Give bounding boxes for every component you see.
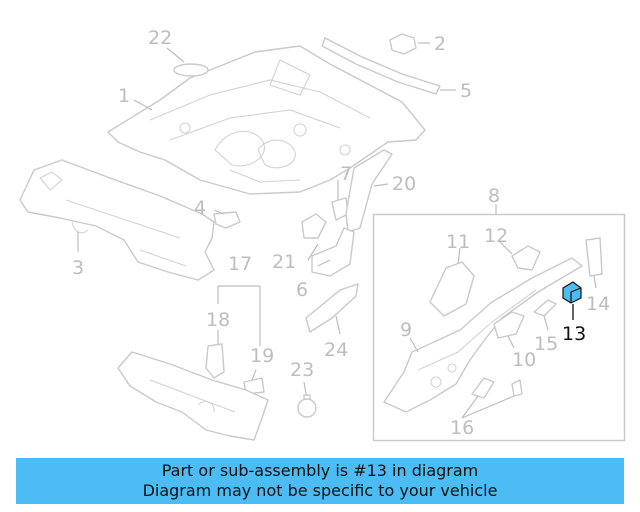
callout-4: 4 — [194, 197, 206, 219]
part-13-edge — [570, 287, 582, 303]
callout-17: 17 — [228, 253, 252, 275]
callout-19: 19 — [250, 345, 274, 367]
callout-2: 2 — [434, 33, 446, 55]
callout-15: 15 — [534, 333, 558, 355]
part-3-front-crossmember — [19, 159, 215, 281]
callout-10: 10 — [512, 349, 536, 371]
callout-1: 1 — [118, 85, 130, 107]
callout-3: 3 — [72, 257, 84, 279]
parts-diagram: 1 22 2 5 4 3 7 20 21 6 24 17 18 19 23 8 … — [19, 27, 626, 442]
callout-12: 12 — [484, 225, 508, 247]
part-11-wheelhouse — [429, 261, 475, 317]
part-16-bracket — [471, 377, 523, 399]
part-15-clip — [533, 299, 557, 317]
part-5-crossmember — [321, 37, 441, 95]
callout-14: 14 — [586, 293, 610, 315]
callout-20: 20 — [392, 173, 416, 195]
part-22-plug — [173, 63, 209, 77]
part-20-reinforcement — [345, 149, 393, 233]
callout-18: 18 — [206, 309, 230, 331]
part-13-highlighted — [562, 281, 582, 304]
part-4-bracket — [213, 211, 241, 229]
part-10-bracket — [493, 311, 525, 339]
callout-5: 5 — [460, 80, 472, 102]
part-1-rear-floor-pan — [107, 45, 426, 195]
callout-22: 22 — [148, 27, 172, 49]
part-9-side-member — [383, 257, 583, 413]
callout-13: 13 — [562, 323, 586, 345]
part-21-bracket — [301, 213, 327, 239]
banner-line-part: Part or sub-assembly is #13 in diagram — [161, 461, 479, 480]
part-18-bracket — [205, 343, 225, 379]
group-8-box — [372, 213, 626, 442]
callout-8: 8 — [488, 185, 500, 207]
callout-21: 21 — [272, 251, 296, 273]
part-17-rear-crossmember — [117, 351, 269, 441]
part-24-extension — [305, 283, 359, 333]
callout-7: 7 — [340, 163, 352, 185]
part-2-bracket — [389, 33, 417, 55]
callout-6: 6 — [296, 279, 308, 301]
part-23-bolt — [297, 394, 317, 418]
banner-line-disclaimer: Diagram may not be specific to your vehi… — [142, 481, 498, 500]
callout-11: 11 — [446, 231, 470, 253]
callout-9: 9 — [400, 319, 412, 341]
callouts: 1 22 2 5 4 3 7 20 21 6 24 17 18 19 23 8 … — [72, 27, 610, 439]
callout-16: 16 — [450, 417, 474, 439]
part-14-bracket — [585, 237, 603, 277]
callout-24: 24 — [324, 339, 348, 361]
info-banner: Part or sub-assembly is #13 in diagram D… — [16, 458, 624, 504]
leader-lines — [77, 42, 597, 419]
part-12-bracket — [511, 245, 541, 271]
callout-23: 23 — [290, 359, 314, 381]
